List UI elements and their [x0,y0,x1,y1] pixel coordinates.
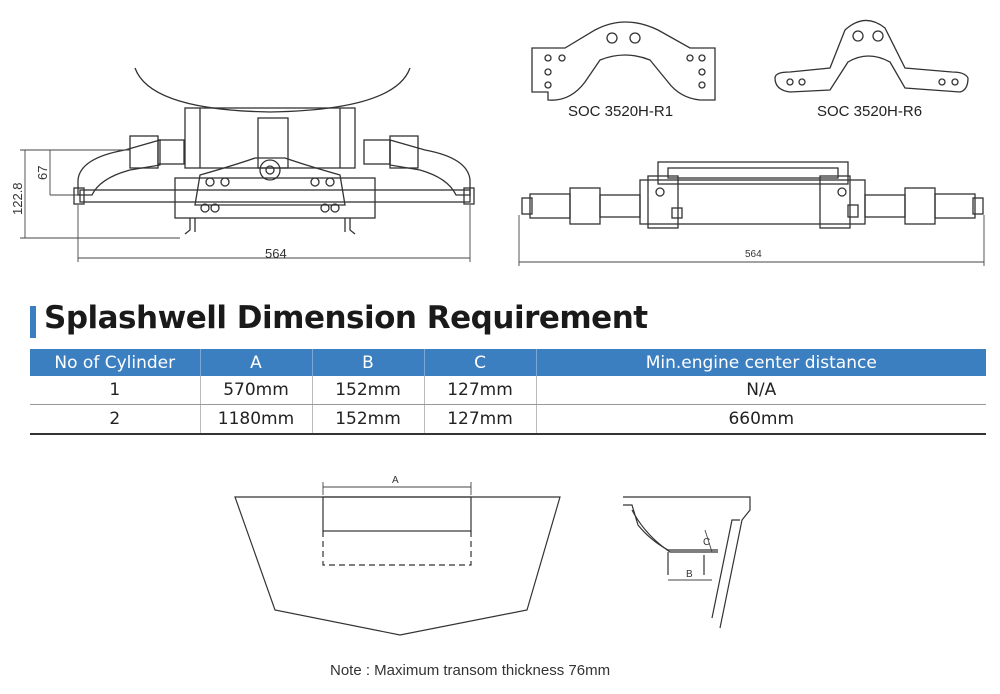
side-width-dim: 564 [745,249,762,260]
dim-a-label: A [392,475,399,486]
dim-c-label: C [703,537,710,548]
header-a: A [200,349,313,376]
table-row: 1 570mm 152mm 127mm N/A [30,376,986,405]
bracket-r1-label: SOC 3520H-R1 [568,103,674,120]
cell: 660mm [536,404,986,435]
front-width-dim: 564 [265,246,287,261]
header-cylinders: No of Cylinder [30,349,201,376]
header-b: B [312,349,425,376]
title-accent-bar [30,306,36,338]
cell: 127mm [424,376,537,405]
table-header-row: No of Cylinder A B C Min.engine center d… [30,349,986,376]
cell: 1180mm [200,404,313,435]
front-small-dim: 67 [35,166,50,180]
cell: 152mm [312,404,425,435]
table-row: 2 1180mm 152mm 127mm 660mm [30,404,986,435]
header-c: C [424,349,537,376]
header-min-distance: Min.engine center distance [536,349,986,376]
cell: 2 [30,404,201,435]
cell: N/A [536,376,986,405]
section-title: Splashwell Dimension Requirement [44,300,648,336]
cell: 1 [30,376,201,405]
front-height-dim: 122.8 [10,182,25,215]
cell: 570mm [200,376,313,405]
dimension-table: No of Cylinder A B C Min.engine center d… [30,349,986,435]
cell: 127mm [424,404,537,435]
bracket-r6-label: SOC 3520H-R6 [817,103,923,120]
transom-note: Note : Maximum transom thickness 76mm [330,662,611,679]
cell: 152mm [312,376,425,405]
dim-b-label: B [686,569,693,580]
